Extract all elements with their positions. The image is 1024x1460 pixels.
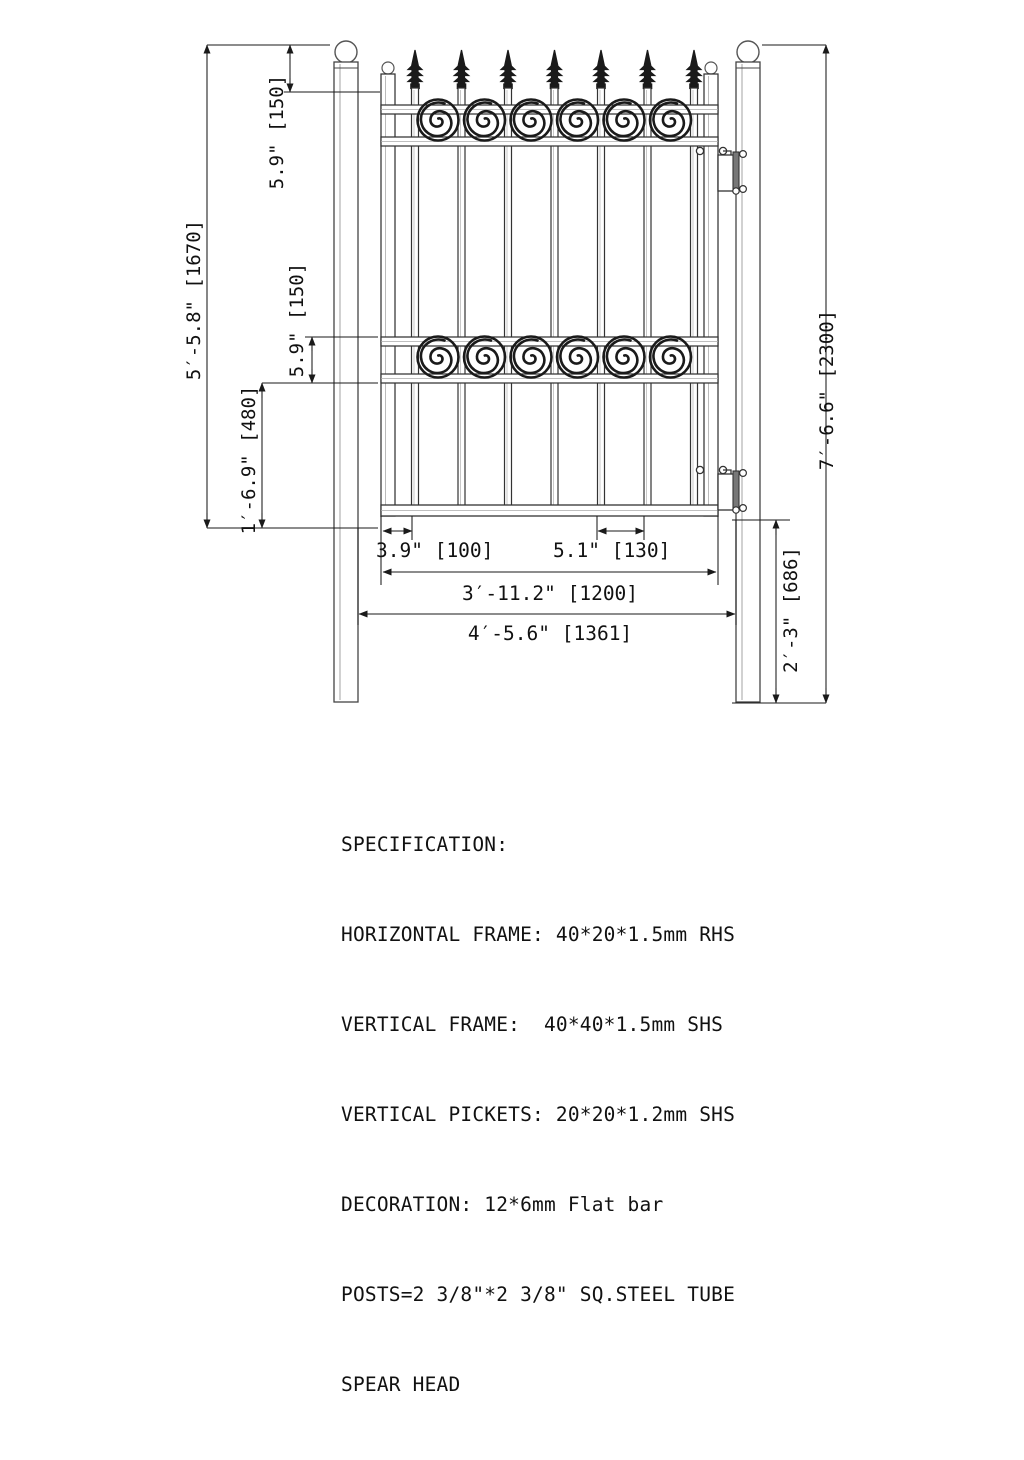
lower-hinge xyxy=(695,465,747,514)
upper-hinge xyxy=(695,146,747,195)
picket xyxy=(686,49,702,511)
spec-heading: SPECIFICATION: xyxy=(341,833,509,856)
left-post xyxy=(333,40,359,703)
technical-drawing-canvas: 5′-5.8" [1670] 1′-6.9" [480] 5.9" [150] … xyxy=(183,40,838,1396)
spec-line-posts: POSTS=2 3/8"*2 3/8" SQ.STEEL TUBE xyxy=(341,1283,736,1306)
dim-gate-leaf-width xyxy=(380,516,719,585)
dim-label-picket-spacing: 5.1" [130] xyxy=(553,539,670,562)
dim-label-overall-width: 4′-5.6" [1361] xyxy=(468,622,632,645)
specification-block: SPECIFICATION: HORIZONTAL FRAME: 40*20*1… xyxy=(341,770,735,1460)
dim-label-lower-band-height: 5.9" [150] xyxy=(286,263,308,377)
gate-left-stile xyxy=(380,61,396,517)
dim-lower-section-height xyxy=(258,382,378,529)
dim-label-post-total-height: 7′-6.6" [2300] xyxy=(816,310,838,470)
dim-picket-spacing xyxy=(596,516,645,540)
spec-line-decoration: DECORATION: 12*6mm Flat bar xyxy=(341,1193,664,1216)
spec-line-horizontal-frame: HORIZONTAL FRAME: 40*20*1.5mm RHS xyxy=(341,923,736,946)
dim-lower-band-height xyxy=(305,336,378,384)
dim-label-gate-leaf-width: 3′-11.2" [1200] xyxy=(462,582,638,605)
spec-line-vertical-frame: VERTICAL FRAME: 40*40*1.5mm SHS xyxy=(341,1013,724,1036)
dim-label-top-gap: 5.9" [150] xyxy=(266,75,288,189)
gate-leaf xyxy=(380,49,719,517)
spec-line-vertical-pickets: VERTICAL PICKETS: 20*20*1.2mm SHS xyxy=(341,1103,736,1126)
dim-picket-edge-offset xyxy=(380,516,413,540)
right-post xyxy=(735,40,761,703)
dim-label-picket-edge-offset: 3.9" [100] xyxy=(376,539,493,562)
gate-elevation-drawing: 5′-5.8" [1670] 1′-6.9" [480] 5.9" [150] … xyxy=(183,40,838,704)
dim-label-post-buried-depth: 2′-3" [686] xyxy=(780,547,802,673)
dim-overall-width xyxy=(357,520,737,625)
dim-post-buried-depth xyxy=(732,519,790,704)
dim-top-gap xyxy=(284,44,380,93)
dim-label-lower-section-height: 1′-6.9" [480] xyxy=(238,386,260,535)
gate-bottom-rail xyxy=(380,504,719,517)
dim-label-overall-gate-height: 5′-5.8" [1670] xyxy=(183,220,205,380)
gate-right-stile xyxy=(703,61,719,517)
spec-line-spear-head: SPEAR HEAD xyxy=(341,1373,461,1396)
